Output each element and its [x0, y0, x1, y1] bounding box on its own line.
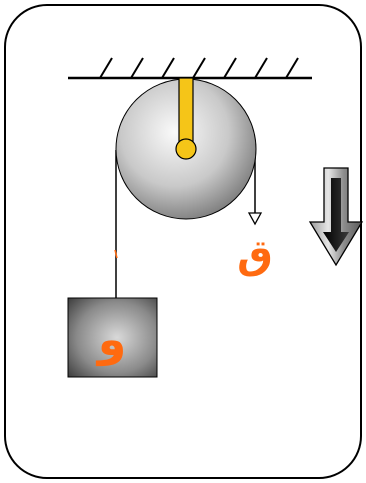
- frame-border: [4, 4, 362, 479]
- rope-left-mark: [114, 249, 118, 259]
- weight-block: [67, 297, 158, 378]
- effort-rope-arrowhead: [247, 212, 263, 226]
- pulley-axle: [175, 138, 197, 160]
- effort-label: ق: [237, 232, 273, 278]
- pulley-axle-bar: [178, 77, 194, 149]
- weight-label: و: [96, 312, 127, 366]
- down-arrow-icon: [308, 167, 364, 267]
